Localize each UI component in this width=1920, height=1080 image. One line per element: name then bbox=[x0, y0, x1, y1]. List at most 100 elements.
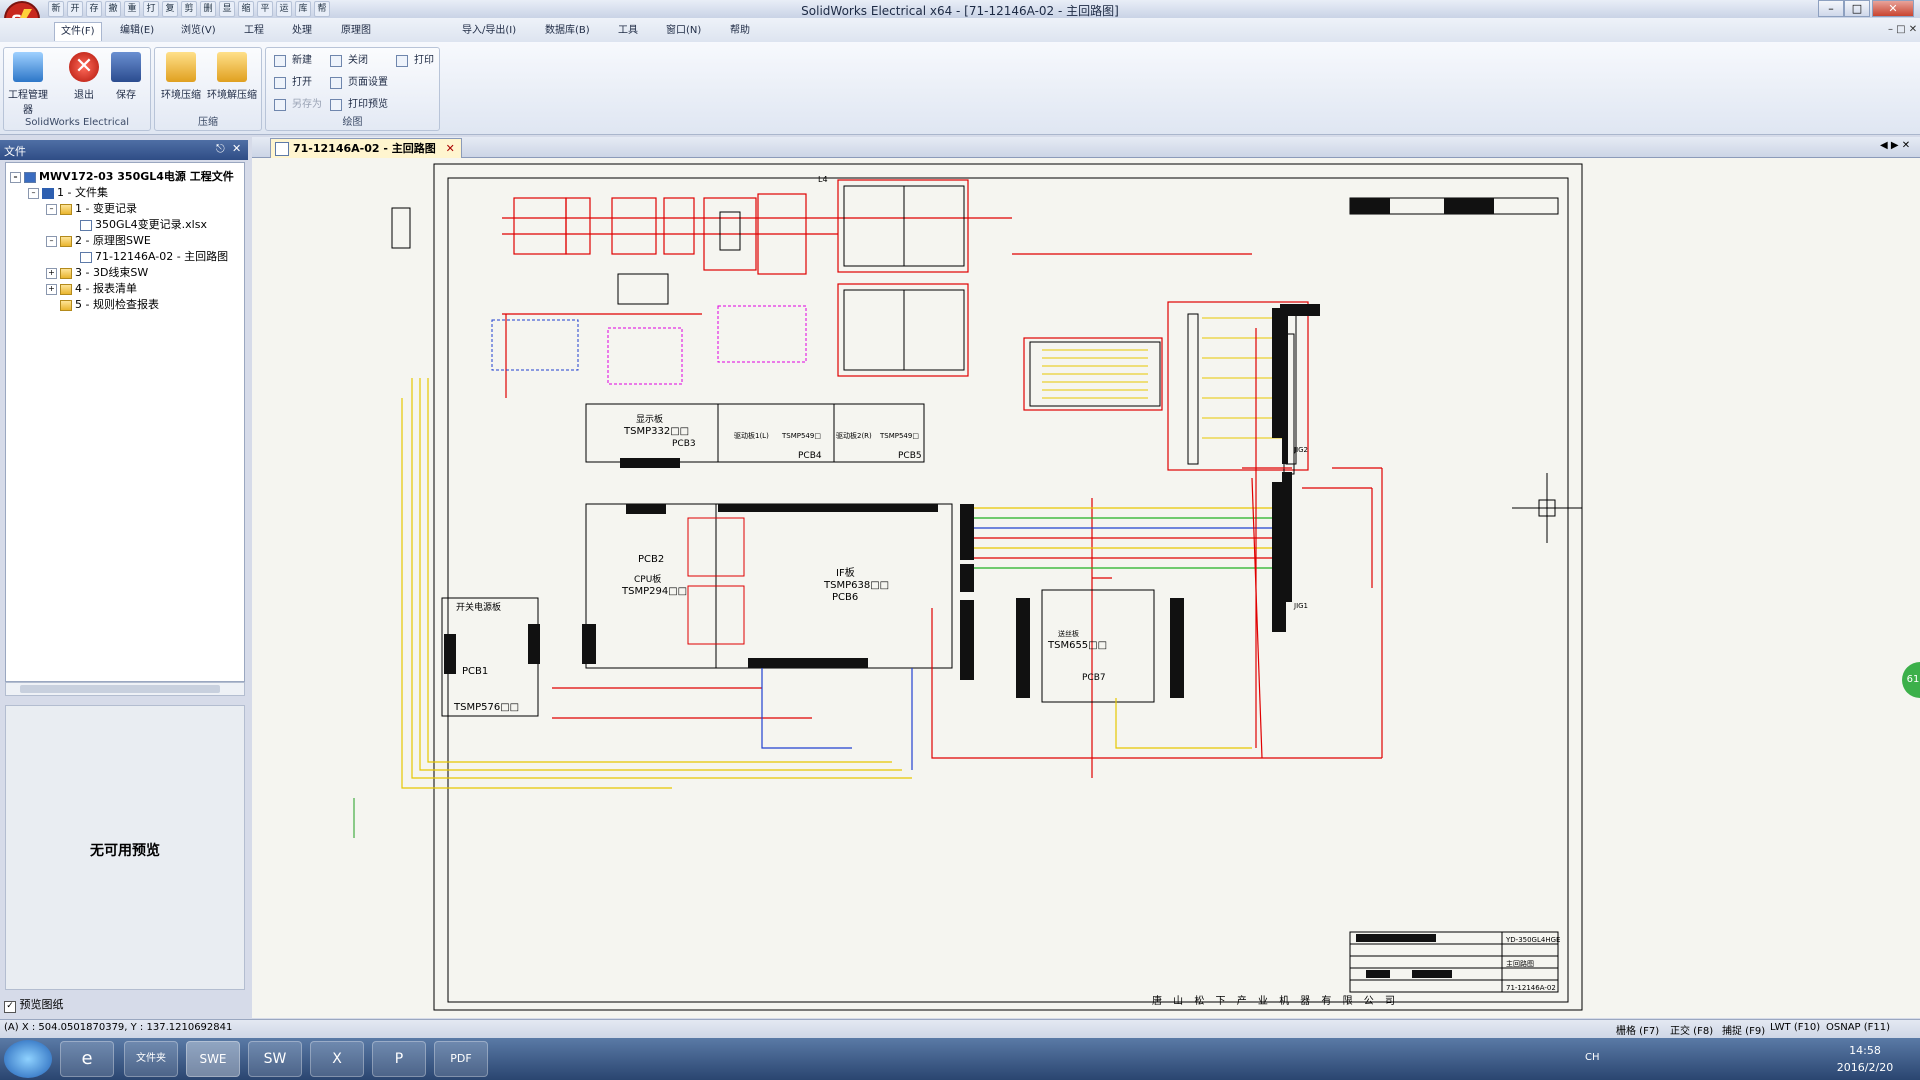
taskbar-app-excel[interactable]: X bbox=[310, 1041, 364, 1077]
tab-close-icon[interactable]: ✕ bbox=[445, 142, 455, 155]
qat-button[interactable]: 运 bbox=[276, 1, 292, 17]
ortho-toggle[interactable]: 正交 (F8) bbox=[1670, 1026, 1714, 1037]
taskbar-app-ie[interactable]: e bbox=[60, 1041, 114, 1077]
qat-button[interactable]: 缩 bbox=[238, 1, 254, 17]
exit-button[interactable]: ✕ 退出 bbox=[64, 52, 104, 101]
qat-button[interactable]: 存 bbox=[86, 1, 102, 17]
tree-item-fileset[interactable]: –1 - 文件集 bbox=[28, 184, 108, 200]
button-label: 另存为 bbox=[292, 99, 322, 110]
scrollbar-thumb[interactable] bbox=[20, 685, 220, 693]
menu-process[interactable]: 处理 bbox=[292, 25, 312, 36]
collapse-icon[interactable]: – bbox=[46, 235, 57, 247]
side-indicator-badge[interactable]: 61 bbox=[1902, 662, 1920, 698]
new-drawing-button[interactable]: 新建 bbox=[274, 53, 312, 69]
clock-time[interactable]: 14:58 bbox=[1849, 1044, 1881, 1057]
close-button[interactable]: ✕ bbox=[1872, 0, 1914, 17]
project-manager-button[interactable]: 工程管理器 bbox=[8, 52, 48, 116]
tree-item-schematics[interactable]: –2 - 原理图SWE bbox=[46, 232, 151, 248]
expand-icon[interactable]: + bbox=[46, 267, 57, 279]
qat-button[interactable]: 平 bbox=[257, 1, 273, 17]
close-drawing-button[interactable]: 关闭 bbox=[330, 53, 368, 69]
qat-button[interactable]: 开 bbox=[67, 1, 83, 17]
board-if-code: TSMP638□□ bbox=[823, 580, 889, 591]
exit-icon: ✕ bbox=[69, 52, 99, 82]
board-display-pcb: PCB3 bbox=[672, 439, 696, 449]
qat-button[interactable]: 显 bbox=[219, 1, 235, 17]
tree-item-project[interactable]: –MWV172-03 350GL4电源 工程文件 bbox=[10, 168, 234, 184]
tree-item-rule-check[interactable]: 5 - 规则检查报表 bbox=[60, 296, 159, 312]
collapse-icon[interactable]: – bbox=[46, 203, 57, 215]
taskbar bbox=[0, 1038, 1920, 1080]
clock-date[interactable]: 2016/2/20 bbox=[1836, 1061, 1894, 1074]
qat-button[interactable]: 重 bbox=[124, 1, 140, 17]
tree-item-xlsx[interactable]: 350GL4变更记录.xlsx bbox=[80, 216, 207, 232]
tree-item-reports[interactable]: +4 - 报表清单 bbox=[46, 280, 137, 296]
button-label: 打开 bbox=[292, 77, 312, 88]
qat-button[interactable]: 打 bbox=[143, 1, 159, 17]
board-psu-pcb: PCB1 bbox=[462, 666, 488, 677]
pin-icon[interactable]: ⎋ bbox=[216, 142, 225, 155]
save-button[interactable]: 保存 bbox=[106, 52, 146, 101]
env-compress-button[interactable]: 环境压缩 bbox=[158, 52, 204, 101]
qat-button[interactable]: 删 bbox=[200, 1, 216, 17]
maximize-button[interactable]: □ bbox=[1844, 0, 1870, 17]
osnap-toggle[interactable]: OSNAP (F11) bbox=[1826, 1022, 1891, 1033]
menu-schematic[interactable]: 原理图 bbox=[341, 25, 371, 36]
taskbar-app-pdf[interactable]: PDF bbox=[434, 1041, 488, 1077]
menu-database[interactable]: 数据库(B) bbox=[545, 25, 590, 36]
qat-button[interactable]: 帮 bbox=[314, 1, 330, 17]
start-button-icon[interactable] bbox=[4, 1040, 52, 1078]
panel-close-icon[interactable]: ✕ bbox=[232, 142, 242, 155]
page-setup-button[interactable]: 页面设置 bbox=[330, 75, 388, 91]
qat-button[interactable]: 复 bbox=[162, 1, 178, 17]
grid-toggle[interactable]: 栅格 (F7) bbox=[1616, 1026, 1660, 1037]
tree-item-main-circuit[interactable]: 71-12146A-02 - 主回路图 bbox=[80, 248, 228, 264]
menu-view[interactable]: 浏览(V) bbox=[181, 25, 216, 36]
tree-horizontal-scrollbar[interactable] bbox=[5, 682, 245, 696]
print-preview-button[interactable]: 打印预览 bbox=[330, 97, 388, 113]
collapse-icon[interactable]: – bbox=[10, 171, 21, 183]
label-jig1: JIG1 bbox=[1293, 602, 1308, 610]
taskbar-app-powerpoint[interactable]: P bbox=[372, 1041, 426, 1077]
snap-toggle[interactable]: 捕捉 (F9) bbox=[1722, 1026, 1766, 1037]
status-bar bbox=[0, 1019, 1920, 1038]
env-decompress-button[interactable]: 环境解压缩 bbox=[204, 52, 260, 101]
preview-drawing-checkbox[interactable]: ✓ 预览图纸 bbox=[4, 996, 64, 1013]
tree-item-changelog[interactable]: –1 - 变更记录 bbox=[46, 200, 137, 216]
tray-language[interactable]: CH bbox=[1585, 1052, 1600, 1063]
menu-file[interactable]: 文件(F) bbox=[54, 22, 102, 41]
menu-edit[interactable]: 编辑(E) bbox=[120, 25, 155, 36]
open-drawing-button[interactable]: 打开 bbox=[274, 75, 312, 91]
menu-help[interactable]: 帮助 bbox=[730, 25, 750, 36]
preview-pane bbox=[5, 705, 245, 990]
tree-item-3d-harness[interactable]: +3 - 3D线束SW bbox=[46, 264, 148, 280]
menu-tools[interactable]: 工具 bbox=[618, 25, 638, 36]
tab-scroll-controls[interactable]: ◀ ▶ ✕ bbox=[1880, 140, 1911, 151]
button-label: 退出 bbox=[74, 90, 94, 101]
mdi-window-controls[interactable]: – □ ✕ bbox=[1888, 24, 1918, 35]
preview-empty-text: 无可用预览 bbox=[90, 843, 160, 859]
taskbar-app-explorer[interactable]: 文件夹 bbox=[124, 1041, 178, 1077]
project-tree bbox=[5, 162, 245, 682]
minimize-button[interactable]: – bbox=[1818, 0, 1844, 17]
print-button[interactable]: 打印 bbox=[396, 53, 434, 69]
button-label: 保存 bbox=[116, 90, 136, 101]
checkbox-icon[interactable]: ✓ bbox=[4, 1001, 16, 1013]
qat-button[interactable]: 新 bbox=[48, 1, 64, 17]
file-panel-header bbox=[0, 140, 248, 160]
collapse-icon[interactable]: – bbox=[28, 187, 39, 199]
drawing-canvas[interactable]: YD-350GL4HGE 主回路图 71-12146A-02 唐 山 松 下 产… bbox=[252, 158, 1920, 1018]
qat-button[interactable]: 剪 bbox=[181, 1, 197, 17]
menu-import-export[interactable]: 导入/导出(I) bbox=[462, 25, 517, 36]
menu-project[interactable]: 工程 bbox=[244, 25, 264, 36]
expand-icon[interactable]: + bbox=[46, 283, 57, 295]
qat-button[interactable]: 库 bbox=[295, 1, 311, 17]
tab-main-circuit[interactable]: 71-12146A-02 - 主回路图 ✕ bbox=[270, 138, 462, 158]
board-feed-pcb: PCB7 bbox=[1082, 673, 1106, 683]
save-as-button[interactable]: 另存为 bbox=[274, 97, 322, 113]
qat-button[interactable]: 撤 bbox=[105, 1, 121, 17]
lwt-toggle[interactable]: LWT (F10) bbox=[1770, 1022, 1821, 1033]
taskbar-app-solidworks[interactable]: SW bbox=[248, 1041, 302, 1077]
menu-window[interactable]: 窗口(N) bbox=[666, 25, 702, 36]
taskbar-app-swe[interactable]: SWE bbox=[186, 1041, 240, 1077]
